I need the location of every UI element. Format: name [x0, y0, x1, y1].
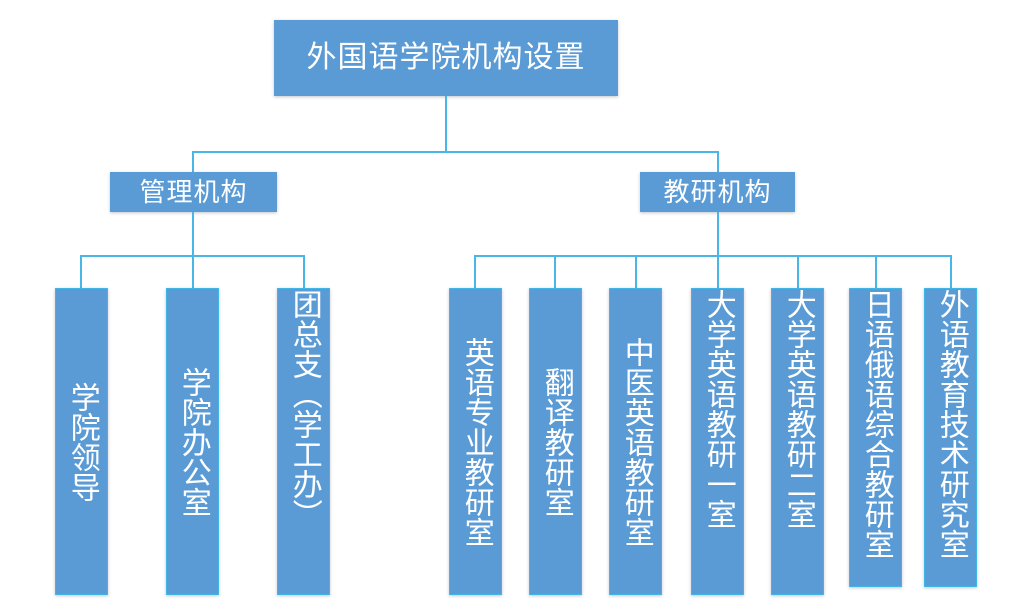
connector-admin-drop-3 — [303, 255, 305, 288]
org-node-leaf-tr-6-label: 日语俄语综合教研室 — [859, 289, 893, 559]
connector-teaching-research-drop-3 — [635, 255, 637, 288]
connector-admin-stem — [192, 212, 194, 256]
org-node-root[interactable]: 外国语学院机构设置 — [274, 20, 618, 96]
org-node-leaf-tr-4[interactable]: 大学英语教研一室 — [691, 288, 744, 595]
connector-teaching-research-drop-7 — [950, 255, 952, 288]
org-node-leaf-tr-5-label: 大学英语教研二室 — [781, 289, 815, 529]
connector-admin-drop-1 — [80, 255, 82, 288]
org-node-leaf-tr-4-label: 大学英语教研一室 — [701, 289, 735, 529]
org-node-leaf-admin-2[interactable]: 学院办公室 — [166, 288, 219, 595]
connector-branch-admin-drop — [192, 151, 194, 172]
connector-teaching-research-drop-1 — [474, 255, 476, 288]
connector-admin-drop-2 — [192, 255, 194, 288]
org-node-leaf-tr-7[interactable]: 外语教育技术研究室 — [924, 288, 977, 587]
connector-teaching-research-drop-5 — [797, 255, 799, 288]
org-node-leaf-tr-3[interactable]: 中医英语教研室 — [609, 288, 662, 595]
connector-level1-bar — [192, 151, 719, 153]
org-node-leaf-tr-7-label: 外语教育技术研究室 — [934, 289, 968, 559]
connector-teaching-research-drop-6 — [875, 255, 877, 288]
connector-teaching-research-drop-2 — [554, 255, 556, 288]
org-node-branch-teaching-research[interactable]: 教研机构 — [640, 172, 795, 212]
org-node-leaf-admin-2-label: 学院办公室 — [176, 366, 210, 517]
org-node-leaf-tr-2-label: 翻译教研室 — [539, 366, 573, 517]
org-node-leaf-tr-2[interactable]: 翻译教研室 — [529, 288, 582, 595]
connector-teaching-research-stem — [717, 212, 719, 256]
connector-branch-teaching-research-drop — [717, 151, 719, 172]
org-node-leaf-tr-1-label: 英语专业教研室 — [459, 336, 493, 547]
connector-teaching-research-drop-4 — [717, 255, 719, 288]
org-node-root-label: 外国语学院机构设置 — [306, 41, 586, 74]
org-node-leaf-tr-3-label: 中医英语教研室 — [619, 336, 653, 547]
org-node-leaf-tr-1[interactable]: 英语专业教研室 — [449, 288, 502, 595]
org-node-branch-teaching-research-label: 教研机构 — [663, 177, 772, 207]
org-node-leaf-tr-6[interactable]: 日语俄语综合教研室 — [849, 288, 902, 587]
org-node-leaf-admin-1-label: 学院领导 — [65, 381, 99, 502]
connector-teaching-research-bar — [474, 255, 952, 257]
org-node-leaf-admin-3-label: 团总支（学工办） — [287, 289, 321, 529]
org-node-branch-admin[interactable]: 管理机构 — [110, 172, 277, 212]
org-node-leaf-admin-3[interactable]: 团总支（学工办） — [277, 288, 330, 595]
connector-root-drop — [445, 96, 447, 152]
org-node-leaf-tr-5[interactable]: 大学英语教研二室 — [771, 288, 824, 595]
org-node-leaf-admin-1[interactable]: 学院领导 — [55, 288, 108, 595]
org-node-branch-admin-label: 管理机构 — [139, 177, 248, 207]
